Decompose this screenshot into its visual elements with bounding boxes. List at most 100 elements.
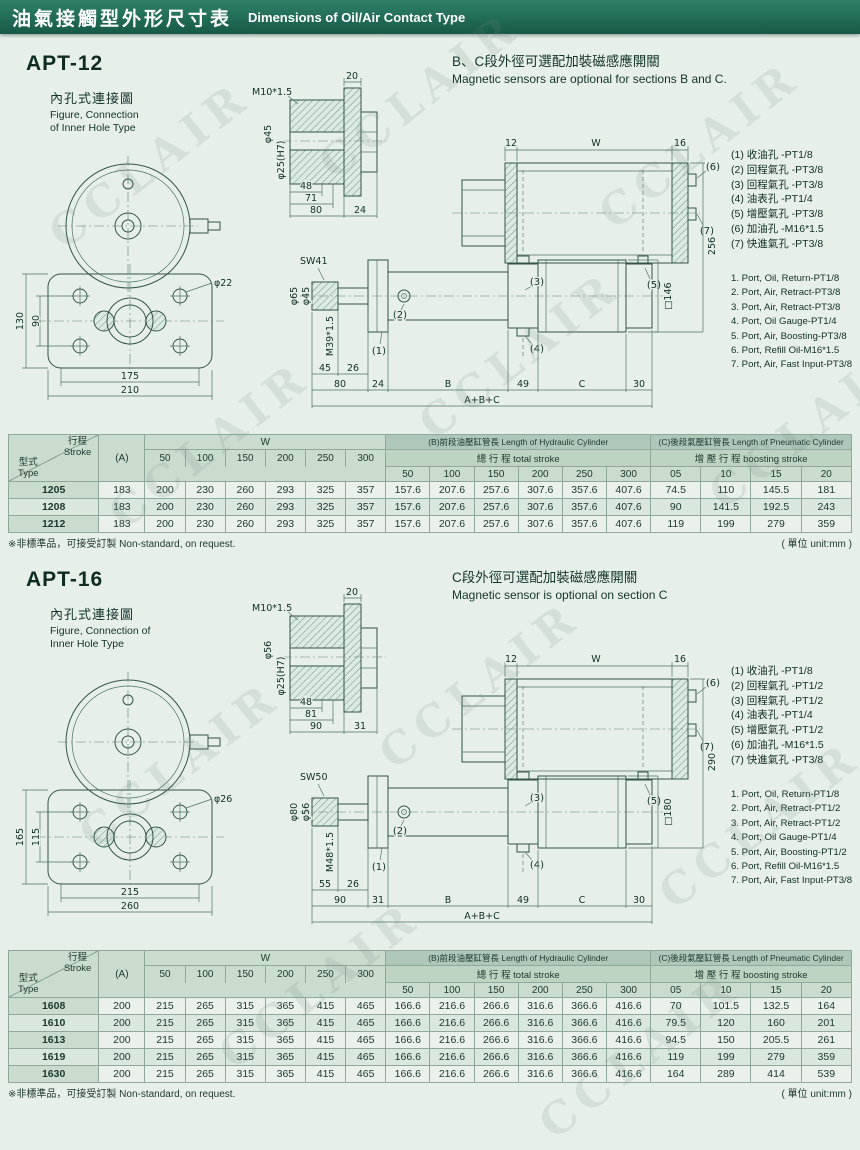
value-cell: 200 (144, 498, 186, 516)
value-cell: 407.6 (605, 515, 652, 533)
value-cell: 200 (144, 481, 186, 499)
value-cell: 307.6 (517, 515, 563, 533)
dim-label-phi-rod-outer: φ65 (289, 287, 300, 305)
value-cell: 166.6 (385, 1048, 431, 1066)
corner-type-label: 型式 Type (18, 973, 39, 995)
value-cell: 230 (184, 481, 226, 499)
value-cell: 157.6 (385, 515, 431, 533)
dim-label-h1: 215 (121, 887, 139, 898)
dim-label-C: C (579, 895, 586, 906)
dim-label-phi-outer: φ56 (263, 641, 274, 659)
port-item-zh: (5) 增壓氣孔 -PT3/8 (731, 208, 824, 221)
callout-4: (4) (530, 344, 544, 355)
port-item-en: 1. Port, Oil, Return-PT1/8 (731, 789, 840, 800)
dim-label-C: C (579, 379, 586, 390)
value-cell: 79.5 (650, 1014, 702, 1032)
value-cell: 415 (304, 997, 347, 1015)
w-col-200: 200 (264, 449, 306, 467)
dim-label-w: W (591, 138, 601, 149)
value-cell: 215 (144, 1014, 186, 1032)
dim-label-f80: 90 (334, 895, 346, 906)
value-cell: 315 (224, 1048, 266, 1066)
port-item-zh: (6) 加油孔 -M16*1.5 (731, 222, 824, 235)
b-sub-header: 總 行 程 total stroke (385, 449, 652, 467)
value-cell: 164 (800, 997, 853, 1015)
port-item-zh: (4) 油表孔 -PT1/4 (731, 709, 813, 722)
value-cell: 215 (144, 997, 186, 1015)
value-cell: 110 (700, 481, 752, 499)
w-col-250: 250 (304, 449, 347, 467)
dim-label-f45: 55 (319, 879, 331, 890)
unit-note: ( 單位 unit:mm ) (781, 1089, 852, 1100)
length-dimensions: 45 26 80 24 B 49 C 30 A+B+C (311, 306, 653, 408)
b-col-250: 250 (561, 982, 607, 998)
value-cell: 260 (224, 481, 266, 499)
b-col-50: 50 (385, 466, 431, 482)
value-cell: 315 (224, 1031, 266, 1049)
dim-label-square: □180 (663, 798, 674, 825)
dim-label-20: 20 (346, 71, 358, 82)
callout-2: (2) (393, 310, 407, 321)
dim-label-f24: 24 (372, 379, 384, 390)
table-corner-cell: 行程 Stroke 型式 Type (7, 950, 100, 998)
page-title-zh: 油氣接觸型外形尺寸表 (12, 8, 233, 30)
figure-caption-en1: Figure, Connection (50, 109, 139, 121)
sensor-note-en: Magnetic sensor is optional on section C (452, 588, 668, 602)
model-cell: 1619 (7, 1048, 100, 1066)
model-cell: 1608 (7, 997, 100, 1015)
value-cell: 74.5 (650, 481, 702, 499)
value-cell: 407.6 (605, 498, 652, 516)
value-cell: 157.6 (385, 498, 431, 516)
col-b-header: (B)前段油壓缸管長 Length of Hydraulic Cylinder (385, 434, 652, 450)
value-cell: 215 (144, 1065, 186, 1083)
callout-3: (3) (530, 793, 544, 804)
connector-detail: M10*1.5 20 φ56 φ25(H7) 48 81 90 31 (251, 586, 386, 734)
value-cell: 257.6 (473, 481, 519, 499)
value-cell: 166.6 (385, 997, 431, 1015)
dim-label-phi-rod-outer: φ80 (289, 803, 300, 821)
value-cell: 316.6 (517, 1048, 563, 1066)
b-col-150: 150 (473, 982, 519, 998)
model-cell: 1610 (7, 1014, 100, 1032)
dim-label-12: 12 (505, 654, 517, 665)
figure-caption-en2: of Inner Hole Type (50, 122, 136, 134)
value-cell: 216.6 (429, 1031, 475, 1049)
value-cell: 407.6 (605, 481, 652, 499)
value-cell: 200 (98, 1014, 146, 1032)
value-cell: 366.6 (561, 1065, 607, 1083)
dim-label-30: 30 (633, 379, 645, 390)
dim-label-f26: 26 (347, 879, 359, 890)
dim-label-16: 16 (674, 138, 686, 149)
value-cell: 205.5 (750, 1031, 802, 1049)
footnote-row: ※非標準品，可接受訂製 Non-standard, on request. ( … (8, 1085, 852, 1100)
dim-label-f26: 26 (347, 363, 359, 374)
model-cell: 1613 (7, 1031, 100, 1049)
value-cell: 279 (750, 1048, 802, 1066)
figure-caption-en2: Inner Hole Type (50, 638, 124, 650)
value-cell: 183 (98, 481, 146, 499)
front-plate-view: φ22 130 90 175 210 (14, 264, 234, 400)
value-cell: 266.6 (473, 1031, 519, 1049)
corner-diagonal (9, 951, 98, 997)
w-empty-cell (144, 982, 387, 998)
value-cell: 357 (345, 498, 387, 516)
unit-note: ( 單位 unit:mm ) (781, 539, 852, 550)
drawing-area: APT-16 C段外徑可選配加裝磁感應開關 Magnetic sensor is… (0, 554, 860, 948)
top-view-drawing: 12 W 16 290 □180 (452, 653, 719, 849)
dimension-table: 行程 Stroke 型式 Type (A) W (B)前段油壓缸管長 Lengt… (7, 434, 853, 533)
value-cell: 260 (224, 498, 266, 516)
value-cell: 315 (224, 1014, 266, 1032)
value-cell: 207.6 (429, 515, 475, 533)
value-cell: 265 (184, 997, 226, 1015)
callout-4: (4) (530, 860, 544, 871)
c-col-05: 05 (650, 982, 702, 998)
figure-caption-zh: 內孔式連接圖 (50, 91, 135, 106)
dim-label-B: B (445, 379, 452, 390)
value-cell: 359 (800, 515, 853, 533)
figure-caption: 內孔式連接圖 Figure, Connection of Inner Hole … (50, 604, 150, 651)
